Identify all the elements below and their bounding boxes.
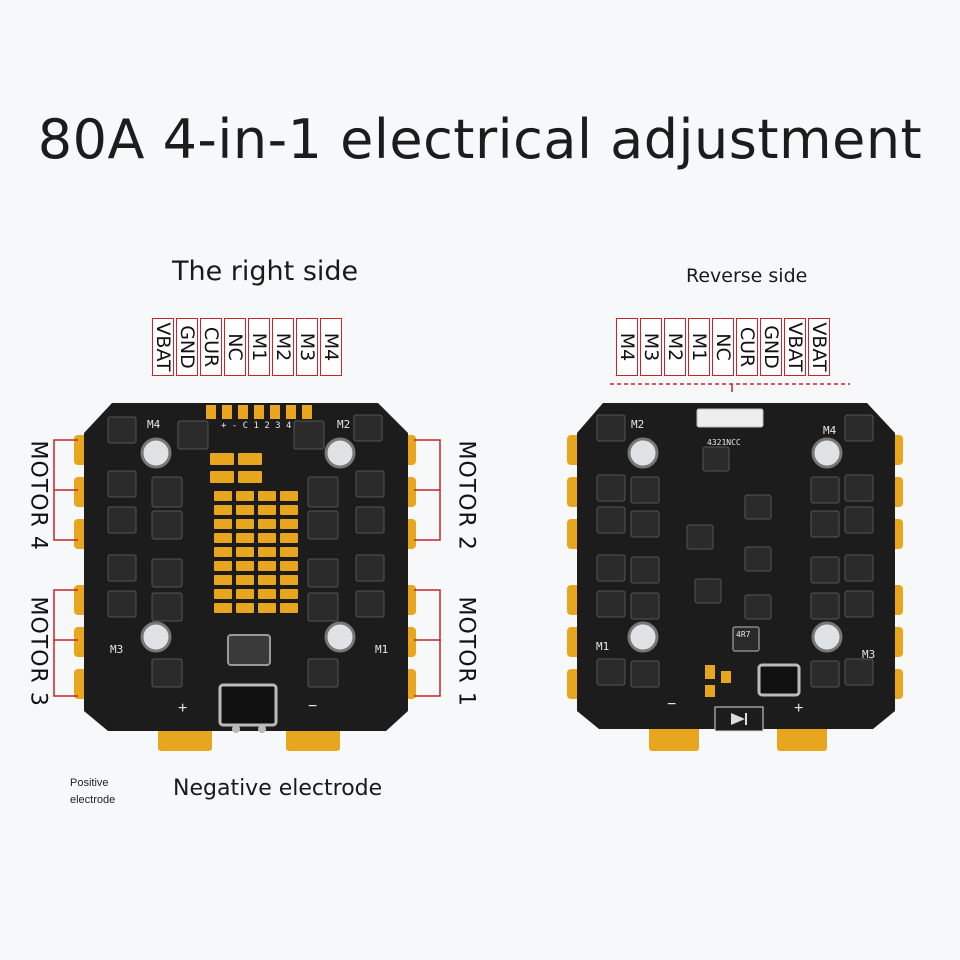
reverse-silk-m2: M2 xyxy=(631,418,645,431)
front-side-heading: The right side xyxy=(172,256,359,287)
reverse-side-heading: Reverse side xyxy=(686,265,808,287)
front-pin: M1 xyxy=(248,318,270,376)
front-silk-minus: − xyxy=(308,698,318,715)
front-silk-m2: M2 xyxy=(337,418,351,431)
reverse-silk-m3: M3 xyxy=(862,648,876,661)
reverse-pin: NC xyxy=(712,318,734,376)
front-pin: NC xyxy=(224,318,246,376)
reverse-silk-minus: − xyxy=(667,696,677,713)
front-pin: M2 xyxy=(272,318,294,376)
motor-2-label: MOTOR 2 xyxy=(453,440,479,551)
reverse-pin: M3 xyxy=(640,318,662,376)
front-pin: VBAT xyxy=(152,318,174,376)
motor-3-label: MOTOR 3 xyxy=(25,596,51,707)
reverse-pin: M2 xyxy=(664,318,686,376)
reverse-pin: M1 xyxy=(688,318,710,376)
front-silk-m4: M4 xyxy=(147,418,161,431)
front-pin: M4 xyxy=(320,318,342,376)
reverse-silk-connector: 4321NCC xyxy=(707,438,741,447)
front-silk-connector: + - C 1 2 3 4 xyxy=(221,421,292,431)
front-right-brackets xyxy=(414,439,441,697)
reverse-silk-inductor: 4R7 xyxy=(736,630,751,639)
reverse-pin: VBAT xyxy=(808,318,830,376)
positive-electrode-caption: Positive electrode xyxy=(70,777,116,806)
front-silk-m3: M3 xyxy=(110,643,124,656)
front-silk-plus: + xyxy=(178,700,188,717)
reverse-pin-labels: M4 M3 M2 M1 NC CUR GND VBAT VBAT xyxy=(616,318,832,376)
reverse-board-image xyxy=(567,403,903,751)
reverse-pin: GND xyxy=(760,318,782,376)
front-left-brackets xyxy=(53,439,78,697)
front-pin: M3 xyxy=(296,318,318,376)
motor-1-label: MOTOR 1 xyxy=(453,596,479,707)
front-pin-labels: VBAT GND CUR NC M1 M2 M3 M4 xyxy=(152,318,344,376)
negative-electrode-caption: Negative electrode xyxy=(173,776,383,801)
reverse-pin: M4 xyxy=(616,318,638,376)
front-pin: GND xyxy=(176,318,198,376)
reverse-pin: VBAT xyxy=(784,318,806,376)
motor-4-label: MOTOR 4 xyxy=(25,440,51,551)
reverse-silk-m1: M1 xyxy=(596,640,610,653)
reverse-silk-m4: M4 xyxy=(823,424,837,437)
front-pin: CUR xyxy=(200,318,222,376)
front-board-image xyxy=(74,403,416,751)
front-silk-m1: M1 xyxy=(375,643,389,656)
reverse-pin: CUR xyxy=(736,318,758,376)
reverse-pin-dashed-line xyxy=(610,383,850,392)
reverse-silk-plus: + xyxy=(794,700,804,717)
page-title: 80A 4-in-1 electrical adjustment xyxy=(37,108,923,171)
